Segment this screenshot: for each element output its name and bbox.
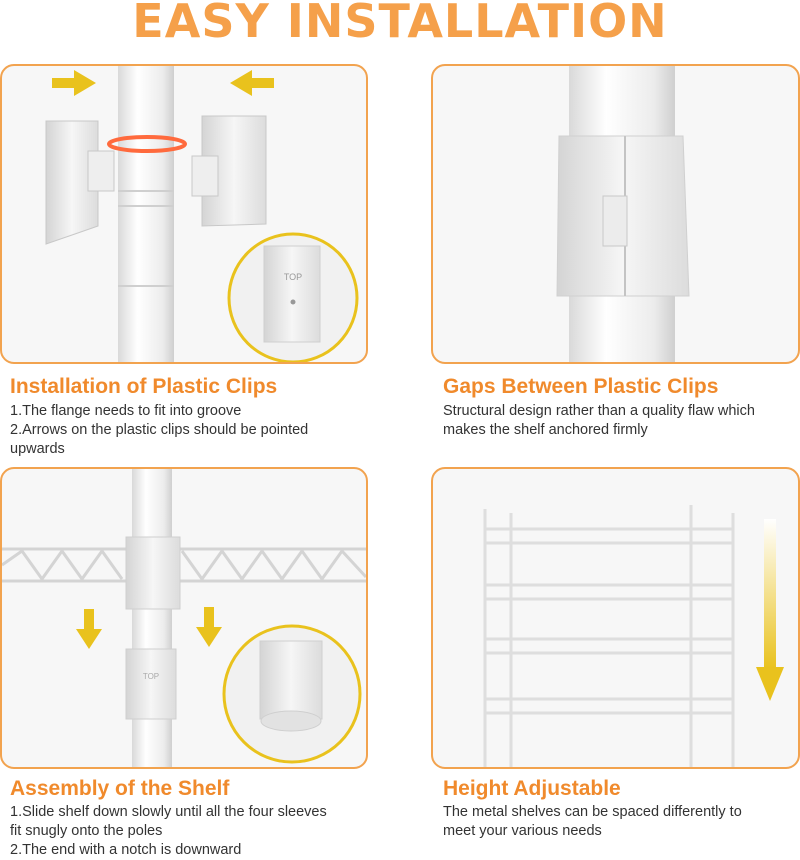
arrow-right-icon bbox=[52, 70, 96, 96]
plastic-clip-left bbox=[45, 120, 115, 245]
inset-top-label: TOP bbox=[284, 272, 302, 282]
section-text-assembly: 1.Slide shelf down slowly until all the … bbox=[10, 803, 327, 860]
clip-gap-image bbox=[431, 64, 800, 364]
section-line: meet your various needs bbox=[443, 823, 602, 839]
flange-groove-highlight bbox=[107, 135, 187, 153]
section-line: 2.The end with a notch is downward bbox=[10, 842, 242, 858]
section-title-height: Height Adjustable bbox=[443, 777, 621, 800]
shelving-unit bbox=[483, 505, 735, 767]
pole-shape bbox=[118, 66, 174, 362]
section-line: Structural design rather than a quality … bbox=[443, 403, 755, 419]
section-line: makes the shelf anchored firmly bbox=[443, 422, 648, 438]
section-text-gaps: Structural design rather than a quality … bbox=[443, 402, 755, 440]
section-title-gaps: Gaps Between Plastic Clips bbox=[443, 375, 719, 398]
arrow-left-icon bbox=[230, 70, 274, 96]
height-arrow bbox=[764, 519, 776, 669]
height-adjustable-image bbox=[431, 467, 800, 769]
clip-installation-image: TOP bbox=[0, 64, 368, 364]
pole-shape bbox=[132, 469, 172, 767]
pole-sleeve bbox=[125, 648, 177, 720]
shelf-assembly-image: TOP bbox=[0, 467, 368, 769]
section-line: The metal shelves can be spaced differen… bbox=[443, 804, 742, 820]
plastic-clip-right bbox=[191, 115, 267, 227]
section-text-height: The metal shelves can be spaced differen… bbox=[443, 803, 742, 841]
arrow-down-icon bbox=[756, 667, 784, 701]
section-line: 1.Slide shelf down slowly until all the … bbox=[10, 804, 327, 820]
section-title-clips: Installation of Plastic Clips bbox=[10, 375, 278, 398]
section-line: fit snugly onto the poles bbox=[10, 823, 163, 839]
page-title: EASY INSTALLATION bbox=[132, 0, 668, 48]
section-line: 1.The flange needs to fit into groove bbox=[10, 403, 242, 419]
section-title-assembly: Assembly of the Shelf bbox=[10, 777, 230, 800]
sleeve-top-label: TOP bbox=[143, 672, 159, 681]
arrow-down-icon bbox=[76, 609, 102, 649]
section-text-clips: 1.The flange needs to fit into groove 2.… bbox=[10, 402, 308, 459]
arrow-down-icon bbox=[196, 607, 222, 647]
section-line: upwards bbox=[10, 441, 65, 457]
section-line: 2.Arrows on the plastic clips should be … bbox=[10, 422, 309, 438]
wire-shelf bbox=[2, 547, 366, 583]
